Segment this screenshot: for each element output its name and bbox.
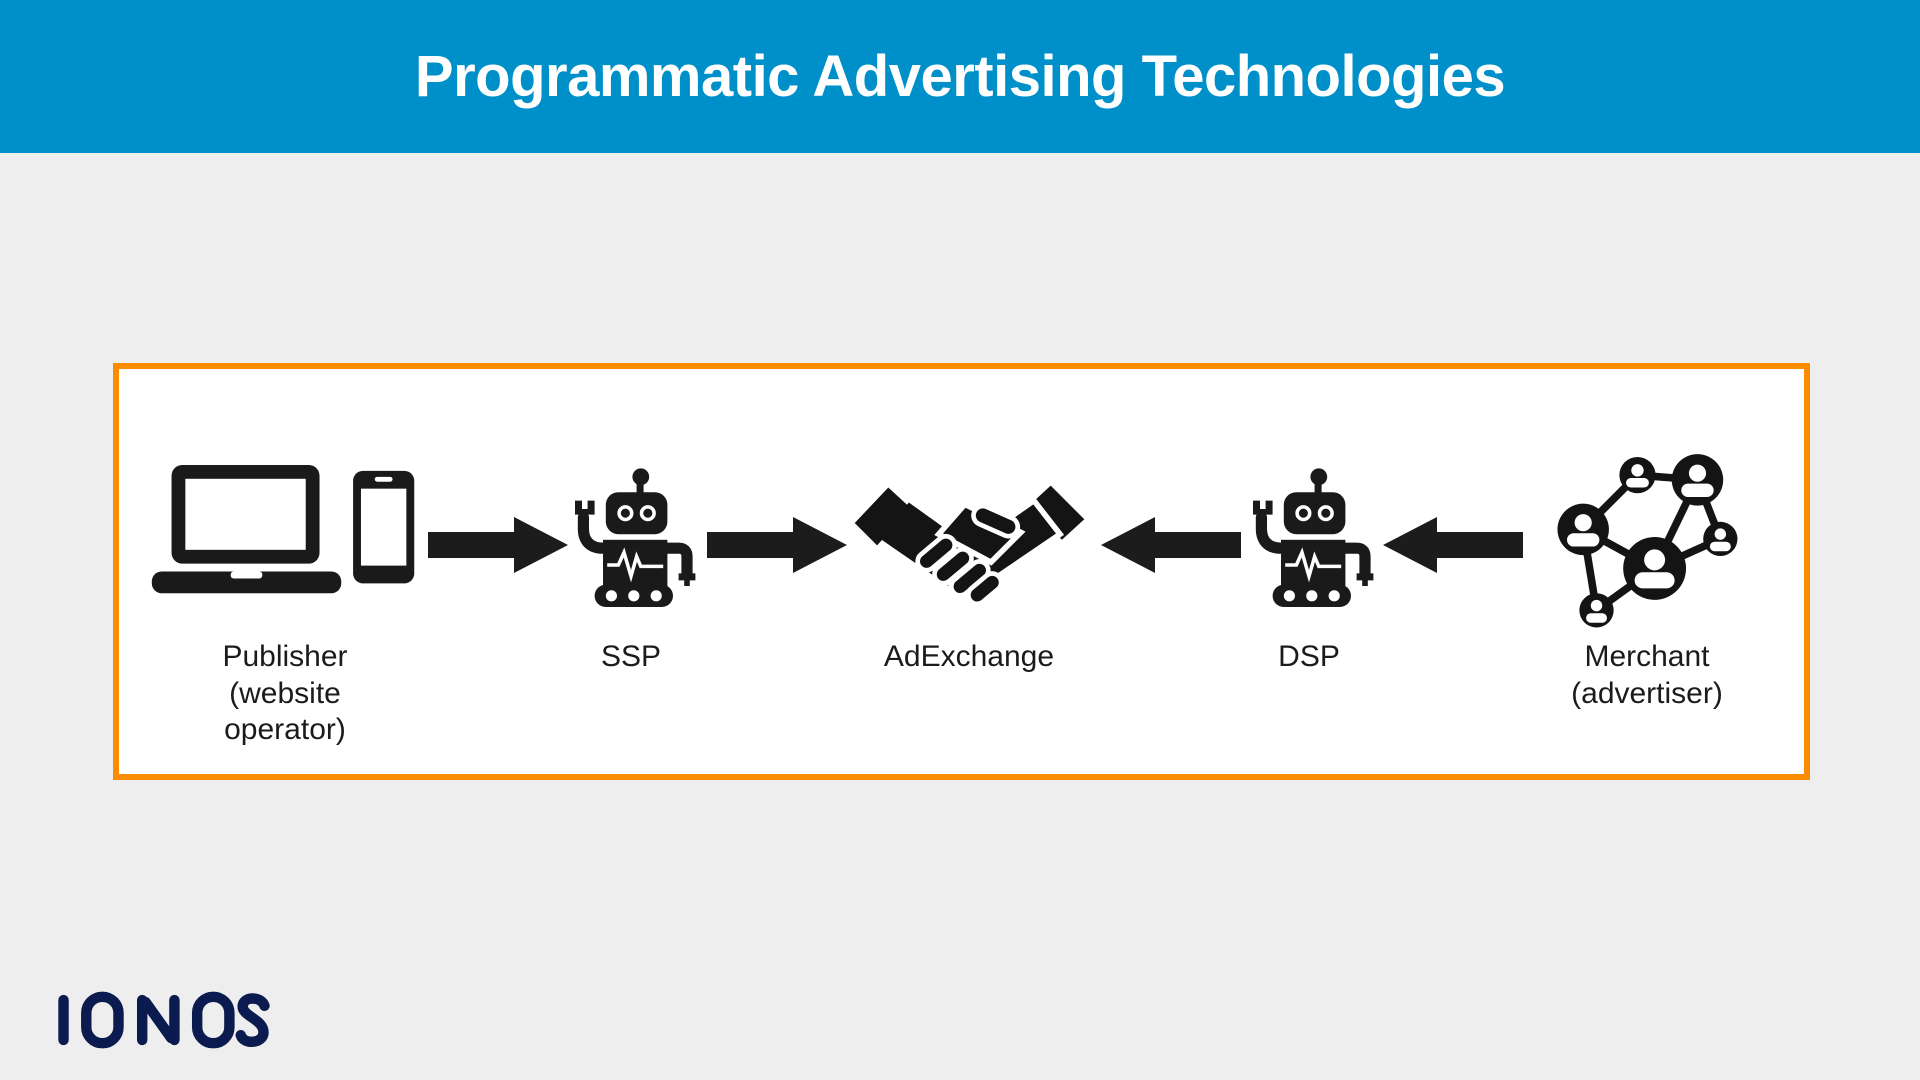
robot-icon [561, 434, 701, 639]
node-label-adexchange: AdExchange [883, 640, 1055, 673]
robot-icon [1239, 434, 1379, 639]
arrow-dsp-to-adexchange [1101, 517, 1241, 573]
diagram-frame: Publisher (website operator) [113, 363, 1810, 780]
ionos-logo [55, 990, 273, 1055]
arrow-publisher-to-ssp [428, 517, 568, 573]
node-merchant: Merchant (advertiser) [1487, 434, 1807, 712]
laptop-and-phone-icon [151, 434, 419, 639]
node-dsp: DSP [1149, 434, 1469, 676]
node-ssp: SSP [471, 434, 791, 676]
handshake-icon [852, 434, 1087, 639]
node-label-merchant: Merchant (advertiser) [1571, 640, 1723, 710]
node-label-publisher: Publisher (website operator) [222, 640, 348, 747]
page-title: Programmatic Advertising Technologies [414, 44, 1506, 109]
arrow-merchant-to-dsp [1383, 517, 1523, 573]
node-publisher: Publisher (website operator) [125, 434, 445, 749]
arrow-ssp-to-adexchange [707, 517, 847, 573]
node-label-dsp: DSP [1278, 640, 1340, 673]
people-network-icon [1547, 434, 1747, 639]
header-bar: Programmatic Advertising Technologies [0, 0, 1920, 153]
node-adexchange: AdExchange [809, 434, 1129, 676]
node-label-ssp: SSP [600, 640, 662, 673]
